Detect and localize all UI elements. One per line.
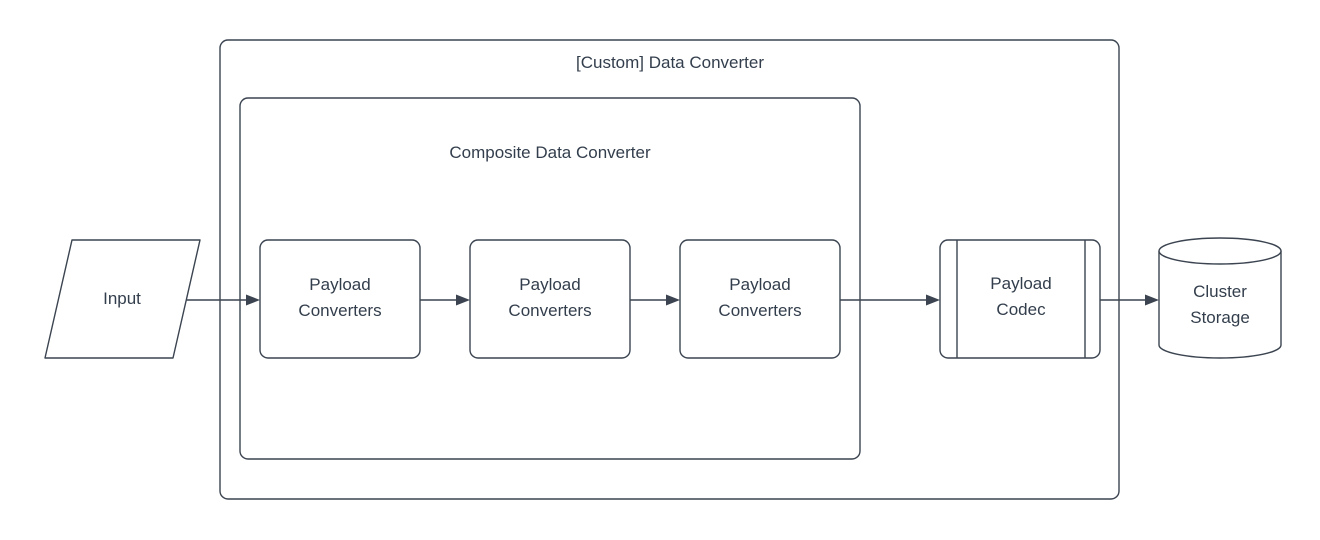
custom-data-converter-title: [Custom] Data Converter bbox=[575, 53, 765, 72]
cluster-storage-label-line2: Storage bbox=[1190, 308, 1250, 327]
cluster-storage-label: Cluster Storage bbox=[1190, 279, 1250, 331]
payload-converters-1-label: Payload Converters bbox=[298, 272, 381, 324]
arrowhead-icon bbox=[246, 294, 260, 306]
arrowhead-icon bbox=[456, 294, 470, 306]
payload-converters-3-label-line2: Converters bbox=[718, 301, 802, 320]
payload-converters-2-label: Payload Converters bbox=[508, 272, 591, 324]
payload-codec-label-line2: Codec bbox=[996, 300, 1046, 319]
payload-converters-2-shape bbox=[469, 239, 631, 359]
payload-converters-2-label-line2: Converters bbox=[508, 301, 592, 320]
payload-converters-1-label-line1: Payload bbox=[309, 275, 371, 294]
payload-converters-1-shape bbox=[259, 239, 421, 359]
payload-converters-2-label-line1: Payload bbox=[519, 275, 581, 294]
arrow-converter2-to-converter3 bbox=[630, 294, 680, 306]
payload-converters-3-shape bbox=[679, 239, 841, 359]
payload-codec-label-line1: Payload bbox=[990, 274, 1052, 293]
input-node-shape bbox=[44, 239, 201, 359]
arrowhead-icon bbox=[1145, 294, 1159, 306]
payload-codec-shape bbox=[939, 239, 1101, 359]
cluster-storage-top bbox=[1158, 237, 1282, 265]
payload-converters-1-label-line2: Converters bbox=[298, 301, 382, 320]
payload-converters-3-label: Payload Converters bbox=[718, 272, 801, 324]
payload-converters-3-label-line1: Payload bbox=[729, 275, 791, 294]
payload-codec-label: Payload Codec bbox=[990, 271, 1051, 323]
arrow-converter1-to-converter2 bbox=[420, 294, 470, 306]
arrow-codec-to-storage bbox=[1100, 294, 1159, 306]
arrowhead-icon bbox=[926, 294, 940, 306]
cluster-storage-body bbox=[1158, 251, 1282, 359]
input-node-label: Input bbox=[103, 289, 141, 308]
arrow-input-to-converter1 bbox=[186, 294, 260, 306]
composite-data-converter-title: Composite Data Converter bbox=[449, 143, 651, 162]
cluster-storage-label-line1: Cluster bbox=[1193, 282, 1247, 301]
arrowhead-icon bbox=[666, 294, 680, 306]
arrow-converter3-to-codec bbox=[840, 294, 940, 306]
